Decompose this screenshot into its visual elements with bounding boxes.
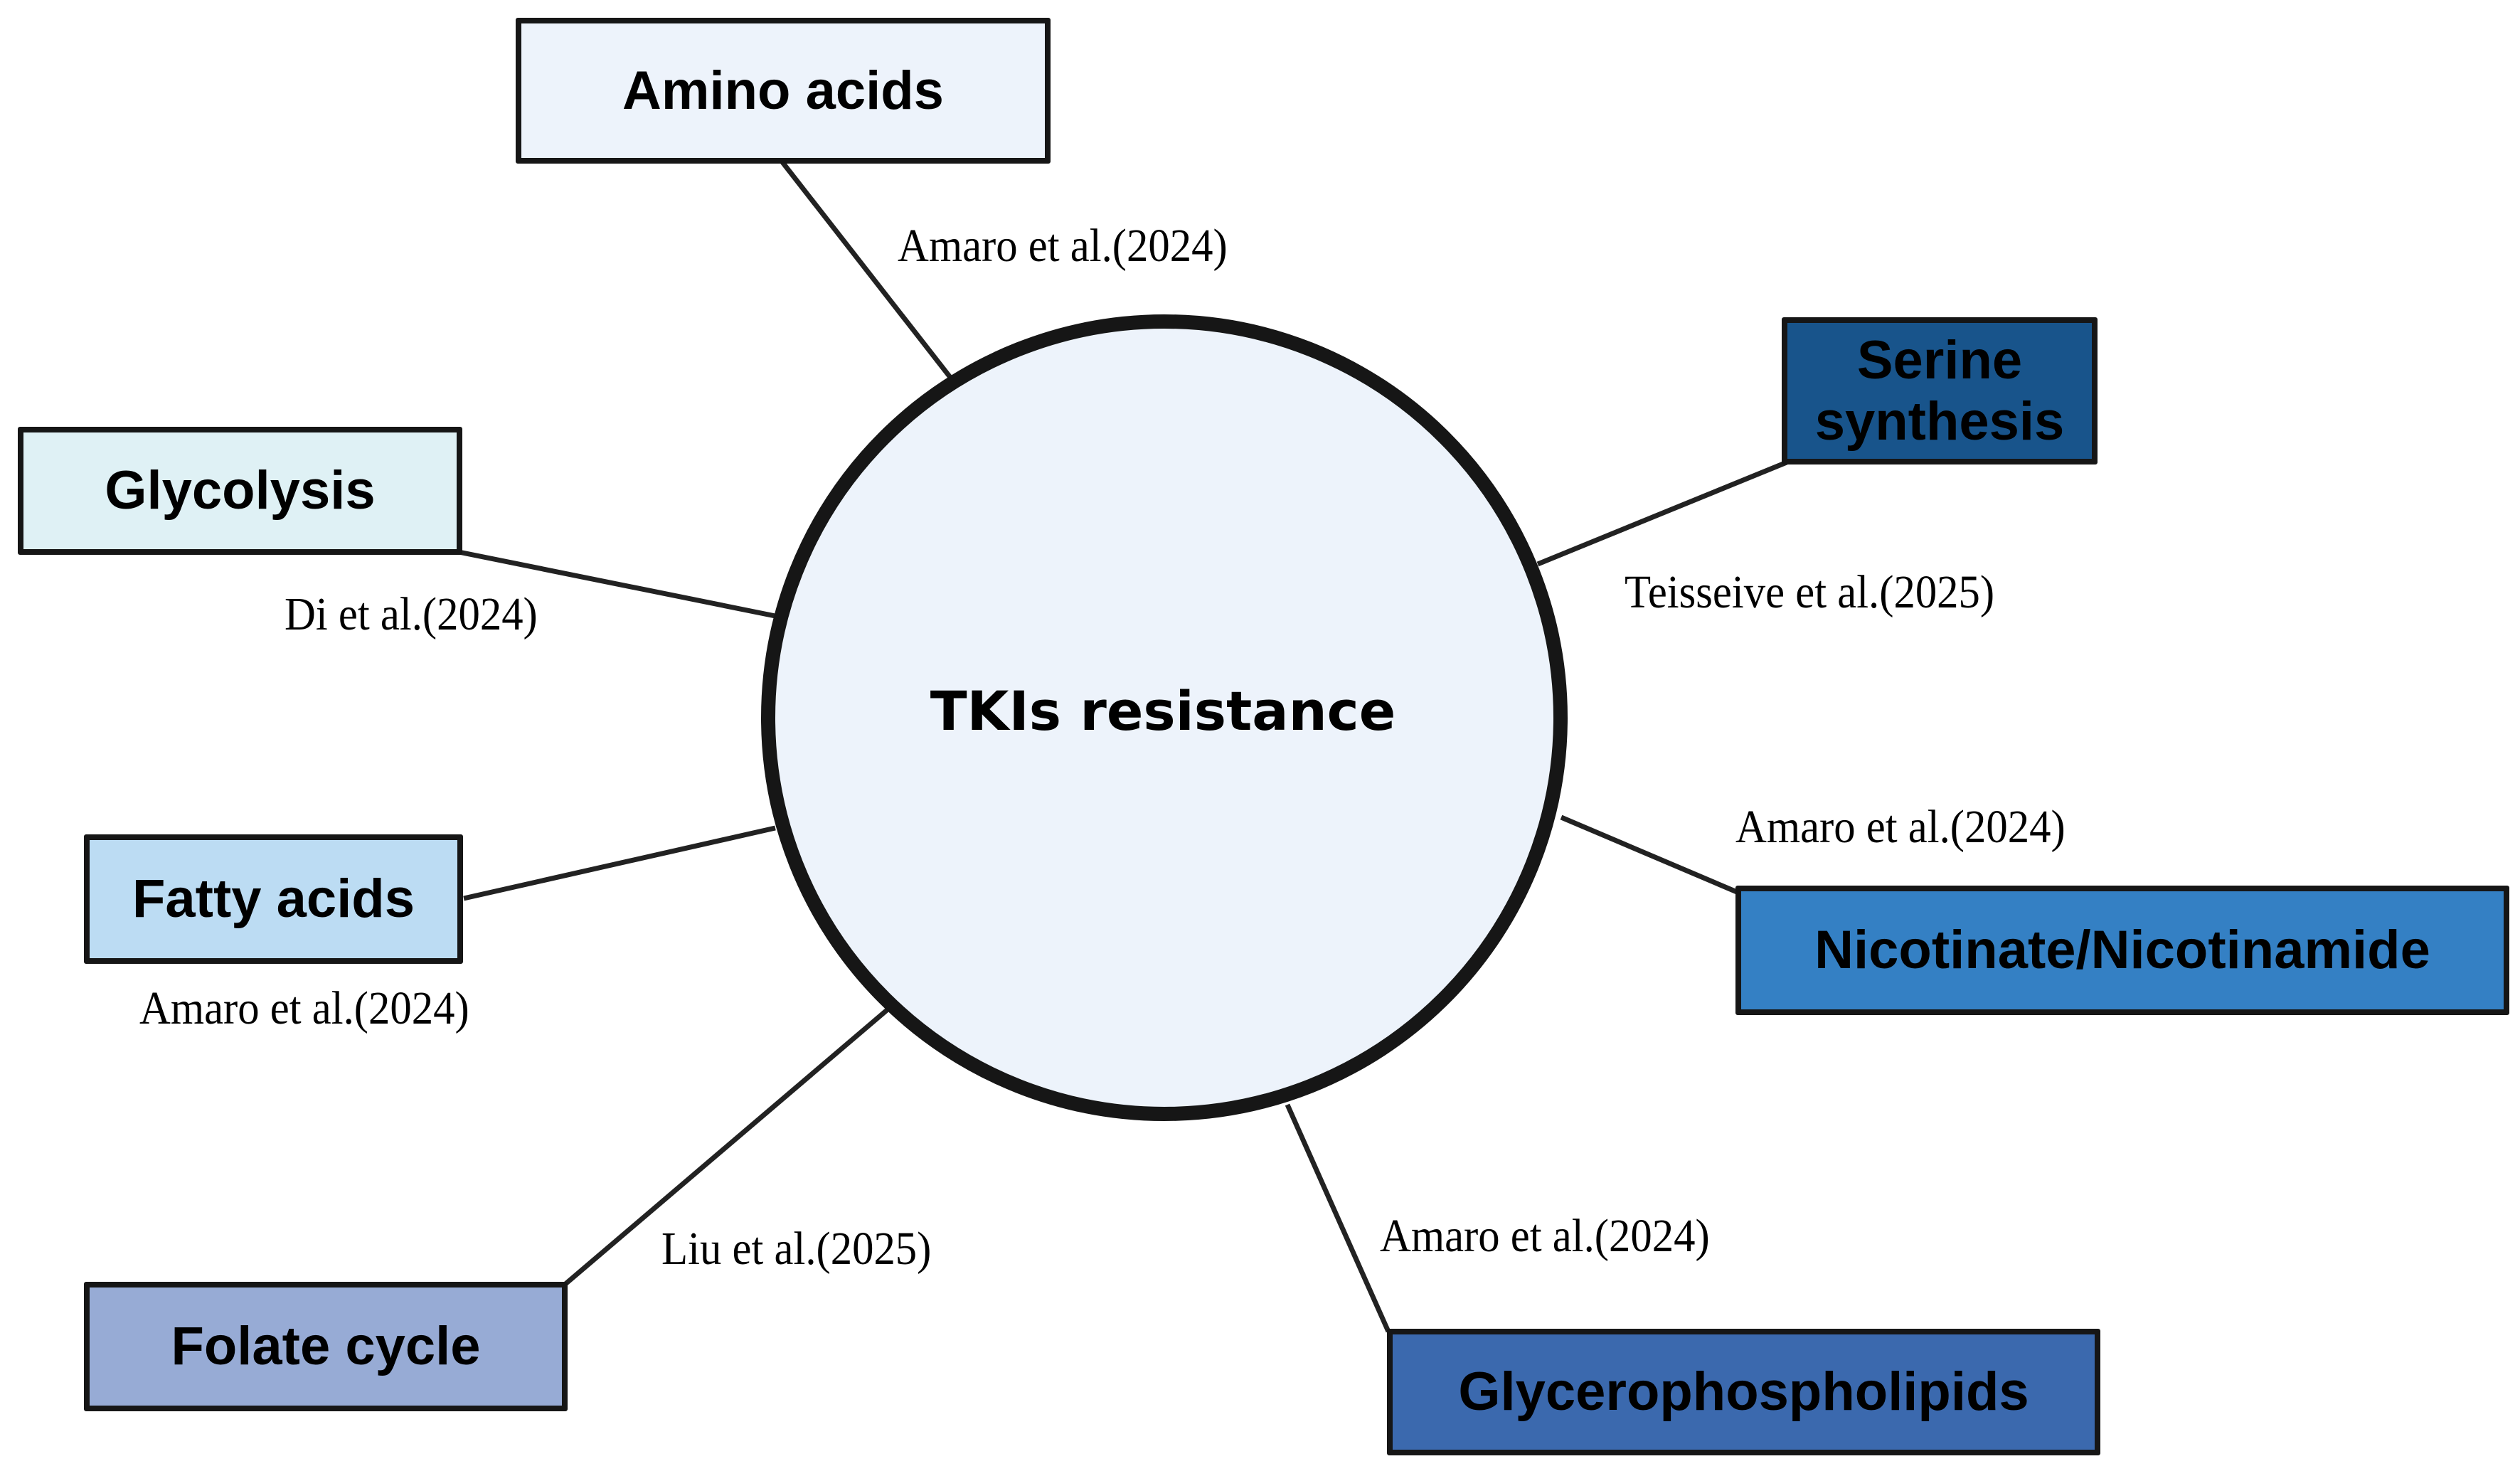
connector-serine-synthesis [1536,460,1788,567]
citation-fatty-acids: Amaro et al.(2024) [139,982,469,1034]
node-label: Fatty acids [132,869,415,930]
node-glycolysis[interactable]: Glycolysis [18,427,462,555]
hub-label: TKIs resistance [930,679,1396,743]
node-label: Glycerophospholipids [1458,1361,2029,1423]
connector-fatty-acids [463,825,776,901]
connector-amino-acids [780,160,954,381]
connector-folate-cycle [563,1008,889,1286]
node-label: Glycolysis [105,460,376,521]
connector-glycerophospholipids [1285,1103,1391,1333]
citation-nicotinate-nicotinamide: Amaro et al.(2024) [1735,801,2066,853]
citation-amino-acids: Amaro et al.(2024) [898,220,1228,272]
node-label: Serine synthesis [1814,330,2065,452]
node-label: Amino acids [622,60,944,121]
node-amino-acids[interactable]: Amino acids [516,18,1051,164]
citation-folate-cycle: Liu et al.(2025) [661,1223,932,1275]
connector-nicotinate-nicotinamide [1560,814,1738,895]
node-nicotinate-nicotinamide[interactable]: Nicotinate/Nicotinamide [1735,886,2509,1015]
node-label: Nicotinate/Nicotinamide [1814,920,2430,981]
node-fatty-acids[interactable]: Fatty acids [84,834,463,964]
node-serine-synthesis[interactable]: Serine synthesis [1782,317,2098,464]
node-label: Folate cycle [171,1316,481,1377]
citation-serine-synthesis: Teisseive et al.(2025) [1625,566,1995,618]
hub-circle [761,314,1568,1121]
node-glycerophospholipids[interactable]: Glycerophospholipids [1387,1329,2100,1455]
connector-glycolysis [458,549,776,619]
node-folate-cycle[interactable]: Folate cycle [84,1282,568,1411]
citation-glycolysis: Di et al.(2024) [285,588,538,640]
citation-glycerophospholipids: Amaro et al.(2024) [1380,1210,1710,1262]
